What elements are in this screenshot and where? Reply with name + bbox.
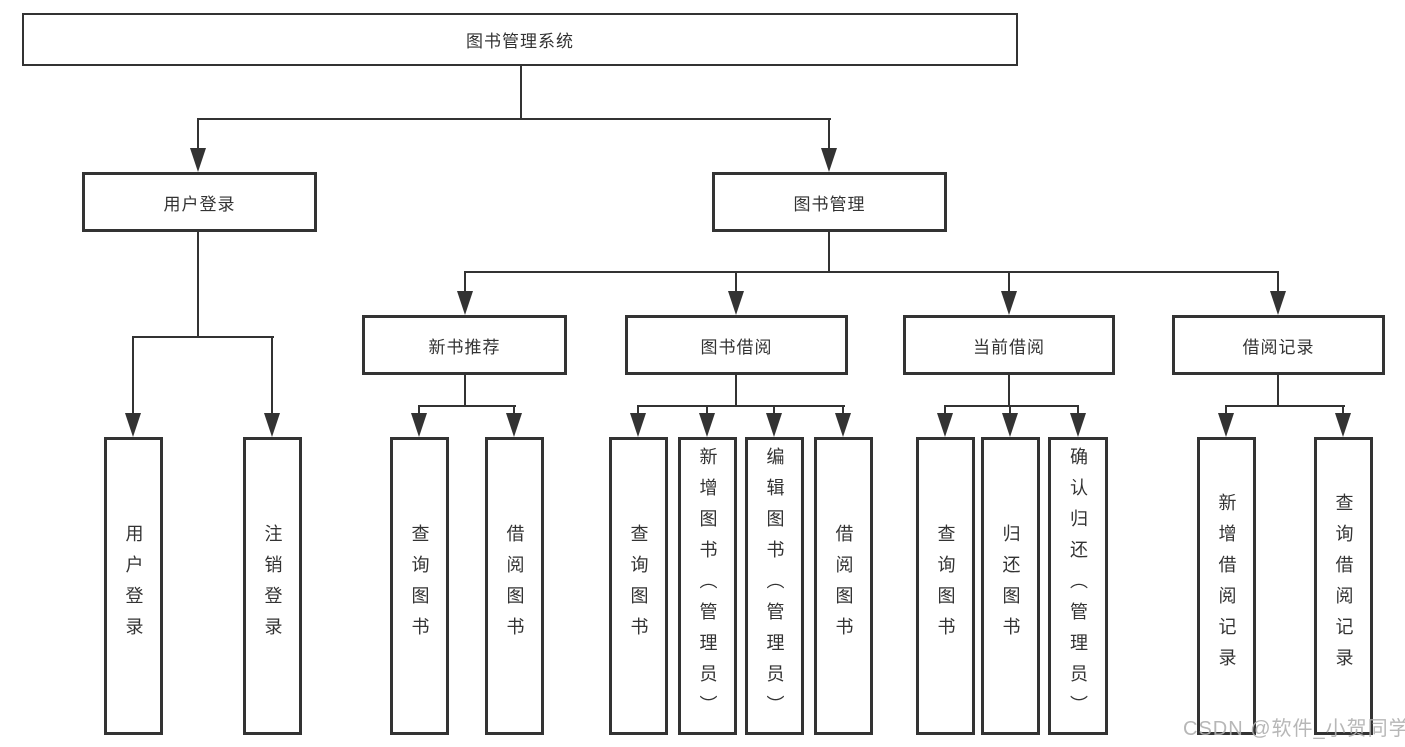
leaf-label: 新增图书（管理员） <box>697 446 718 726</box>
leaf-label: 确认归还（管理员） <box>1068 446 1088 726</box>
connector-line <box>944 407 946 416</box>
arrowhead-down <box>766 413 782 437</box>
leaf-label: 归还图书 <box>1000 524 1021 648</box>
connector-line <box>464 375 466 407</box>
node-label: 图书管理系统 <box>466 32 574 51</box>
connector-line <box>271 338 273 416</box>
arrowhead-down <box>506 413 522 437</box>
arrowhead-down <box>1218 413 1234 437</box>
leaf-confirm-return-admin: 确认归还（管理员） <box>1048 437 1108 735</box>
node-book-borrowing: 图书借阅 <box>625 315 848 375</box>
leaf-logout: 注销登录 <box>243 437 302 735</box>
leaf-user-login: 用户登录 <box>104 437 163 735</box>
node-user-login: 用户登录 <box>82 172 317 232</box>
leaf-label: 查询图书 <box>628 524 649 648</box>
node-label: 图书管理 <box>793 194 866 214</box>
node-current-borrowing: 当前借阅 <box>903 315 1115 375</box>
connector-line <box>464 273 466 295</box>
leaf-query-borrow-record: 查询借阅记录 <box>1314 437 1373 735</box>
node-borrowing-records: 借阅记录 <box>1172 315 1385 375</box>
connector-line <box>1277 375 1279 407</box>
connector-line <box>773 407 775 416</box>
connector-line <box>1225 405 1345 407</box>
connector-line <box>197 120 199 152</box>
arrowhead-down <box>1335 413 1351 437</box>
node-book-management: 图书管理 <box>712 172 947 232</box>
leaf-label: 编辑图书（管理员） <box>764 446 785 726</box>
csdn-watermark: CSDN @软件_小贺同学 <box>1183 718 1405 740</box>
connector-line <box>735 375 737 407</box>
arrowhead-down <box>125 413 141 437</box>
leaf-query-books-recommend: 查询图书 <box>390 437 449 735</box>
connector-line <box>828 232 830 272</box>
connector-line <box>706 407 708 416</box>
leaf-return-books: 归还图书 <box>981 437 1040 735</box>
connector-line <box>132 336 274 338</box>
node-label: 图书借阅 <box>700 337 773 357</box>
leaf-add-books-admin: 新增图书（管理员） <box>678 437 737 735</box>
arrowhead-down <box>1070 413 1086 437</box>
arrowhead-down <box>190 148 206 172</box>
arrowhead-down <box>835 413 851 437</box>
leaf-label: 查询借阅记录 <box>1333 493 1354 679</box>
arrowhead-down <box>1270 291 1286 315</box>
node-label: 当前借阅 <box>973 337 1045 357</box>
node-label: 新书推荐 <box>428 337 501 357</box>
leaf-query-books-current: 查询图书 <box>916 437 975 735</box>
connector-line <box>735 273 737 295</box>
leaf-label: 新增借阅记录 <box>1216 493 1237 679</box>
arrowhead-down <box>728 291 744 315</box>
connector-line <box>637 407 639 416</box>
connector-line <box>418 405 516 407</box>
leaf-label: 注销登录 <box>262 524 283 648</box>
leaf-label: 借阅图书 <box>504 524 525 648</box>
connector-line <box>1008 273 1010 295</box>
node-new-book-recommendation: 新书推荐 <box>362 315 567 375</box>
arrowhead-down <box>937 413 953 437</box>
leaf-borrow-books-recommend: 借阅图书 <box>485 437 544 735</box>
arrowhead-down <box>411 413 427 437</box>
arrowhead-down <box>457 291 473 315</box>
connector-line <box>1077 407 1079 416</box>
connector-line <box>944 405 1079 407</box>
connector-line <box>1225 407 1227 416</box>
leaf-edit-books-admin: 编辑图书（管理员） <box>745 437 804 735</box>
connector-line <box>464 271 1279 273</box>
arrowhead-down <box>1002 413 1018 437</box>
node-label: 用户登录 <box>163 194 236 214</box>
connector-line <box>637 405 845 407</box>
leaf-add-borrow-record: 新增借阅记录 <box>1197 437 1256 735</box>
node-label: 借阅记录 <box>1242 337 1315 357</box>
connector-line <box>1277 273 1279 295</box>
connector-line <box>1009 407 1011 416</box>
connector-line <box>828 120 830 152</box>
arrowhead-down <box>821 148 837 172</box>
arrowhead-down <box>699 413 715 437</box>
connector-line <box>842 407 844 416</box>
arrowhead-down <box>630 413 646 437</box>
connector-line <box>132 338 134 416</box>
connector-line <box>520 66 522 119</box>
leaf-borrow-books-borrowing: 借阅图书 <box>814 437 873 735</box>
connector-line <box>197 232 199 336</box>
leaf-label: 查询图书 <box>409 524 430 648</box>
node-library-management-system: 图书管理系统 <box>22 13 1018 66</box>
connector-line <box>1342 407 1344 416</box>
arrowhead-down <box>264 413 280 437</box>
connector-line <box>513 407 515 416</box>
leaf-query-books-borrowing: 查询图书 <box>609 437 668 735</box>
connector-line <box>418 407 420 416</box>
connector-line <box>197 118 831 120</box>
connector-line <box>1008 375 1010 407</box>
leaf-label: 查询图书 <box>935 524 956 648</box>
leaf-label: 用户登录 <box>123 524 144 648</box>
arrowhead-down <box>1001 291 1017 315</box>
leaf-label: 借阅图书 <box>833 524 854 648</box>
